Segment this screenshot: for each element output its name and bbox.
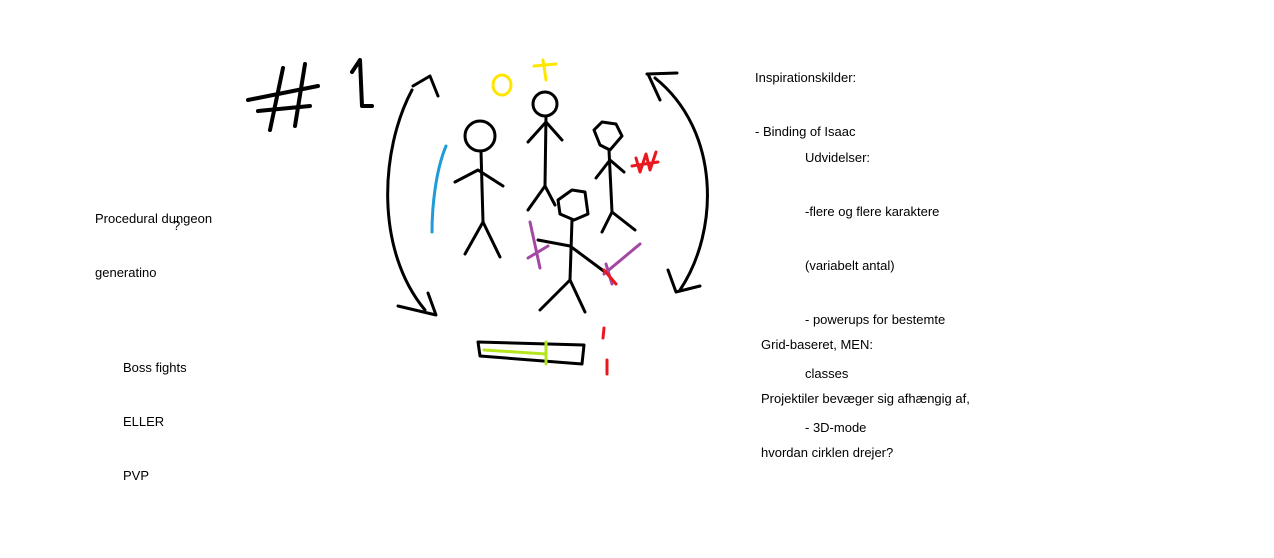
health-bar (476, 340, 586, 366)
note-line: -flere og flere karaktere (805, 204, 940, 219)
stick-figure-left (453, 119, 505, 259)
rotation-arrow-left (386, 74, 440, 317)
stick-figure-right (592, 120, 637, 234)
note-line: - powerups for bestemte (805, 312, 946, 327)
note-line: - 3D-mode (805, 420, 867, 435)
note-line: ELLER (123, 414, 165, 429)
yellow-halo-cross (491, 58, 558, 97)
note-question-mark: ? (173, 218, 181, 233)
red-weapon-scribble (630, 150, 660, 174)
note-line: PVP (123, 468, 150, 483)
note-line: Projektiler bevæger sig afhængig af, (761, 391, 970, 406)
heading-number-one (246, 58, 374, 132)
red-dashes (601, 268, 618, 376)
note-line: (variabelt antal) (805, 258, 895, 273)
note-line: generatino (95, 265, 157, 280)
note-line: Boss fights (123, 360, 187, 375)
stick-figure-front (536, 188, 607, 314)
note-line: Inspirationskilder: (755, 70, 857, 85)
stick-figure-center (526, 90, 564, 212)
note-line: Grid-baseret, MEN: (761, 337, 873, 352)
purple-swords (526, 220, 642, 286)
note-line: hvordan cirklen drejer? (761, 445, 894, 460)
note-boss-fights: Boss fights ELLER PVP (123, 323, 187, 503)
note-line: Procedural dungeon (95, 211, 213, 226)
note-inspiration: Inspirationskilder: - Binding of Isaac (755, 33, 856, 159)
note-line: classes (805, 366, 849, 381)
note-line: - Binding of Isaac (755, 124, 856, 139)
rotation-arrow-right (645, 71, 709, 294)
blue-sword (430, 144, 448, 234)
note-line: Udvidelser: (805, 150, 871, 165)
note-grid-based: Grid-baseret, MEN: Projektiler bevæger s… (761, 300, 970, 480)
note-expansions: Udvidelser: -flere og flere karaktere (v… (805, 113, 945, 455)
note-procedural-dungeon: Procedural dungeon generatino (95, 174, 212, 300)
